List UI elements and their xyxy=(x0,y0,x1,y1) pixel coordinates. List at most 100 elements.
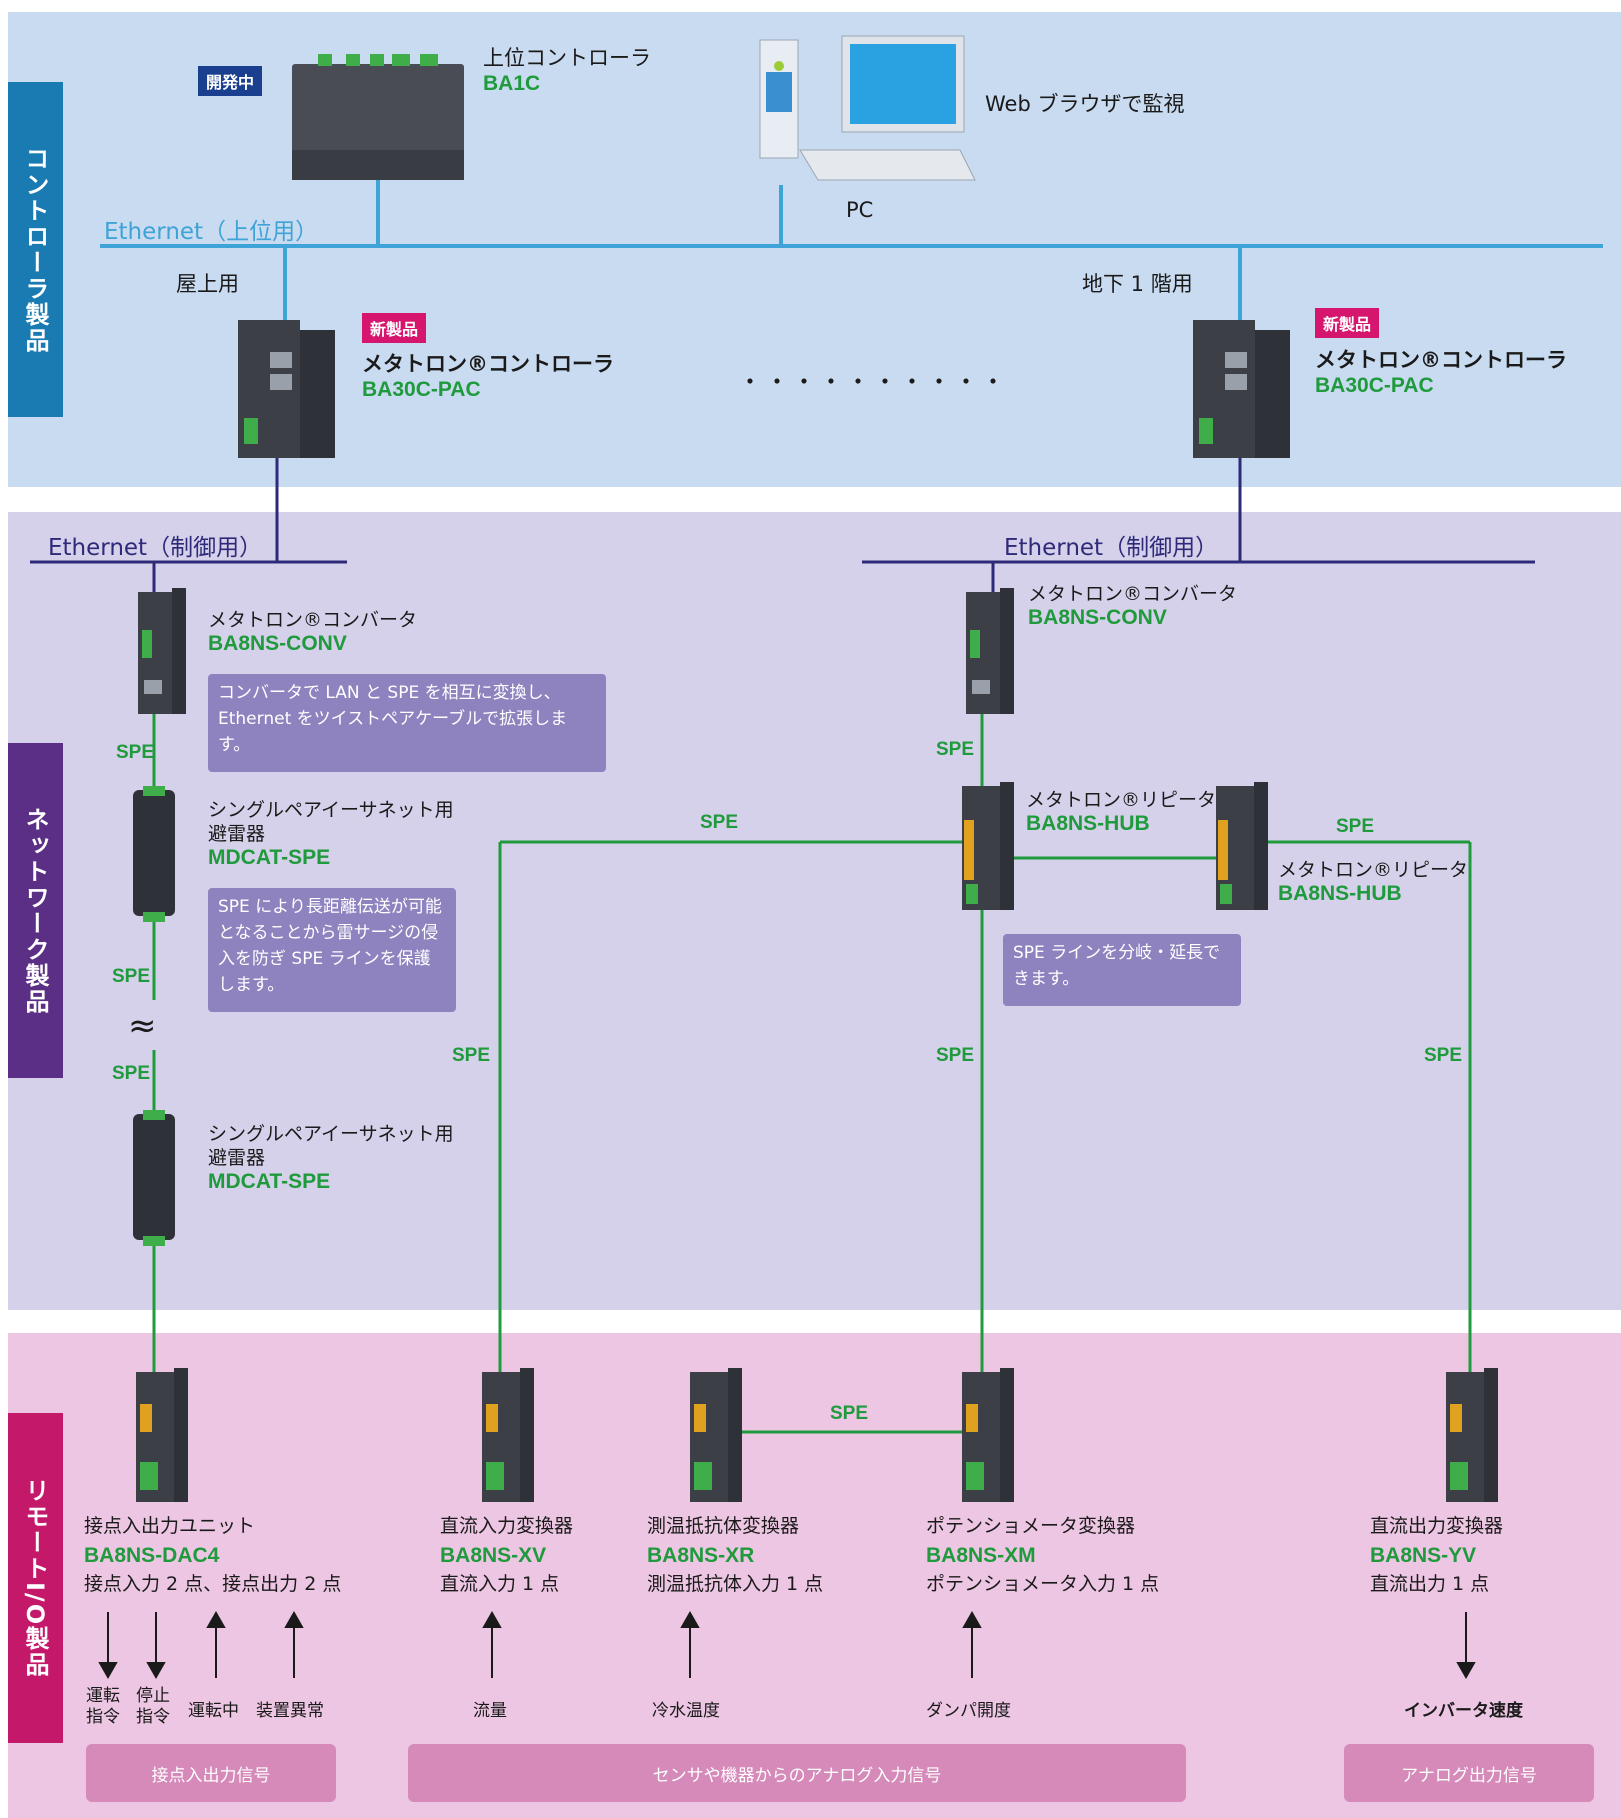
conv-right-device xyxy=(966,588,1014,714)
signal-stop-command-1: 停止 xyxy=(136,1686,170,1707)
yv-label: 直流出力変換器 BA8NS-YV 直流出力 1 点 xyxy=(1370,1512,1503,1599)
signal-chilled-water: 冷水温度 xyxy=(652,1696,720,1721)
xm-device xyxy=(962,1368,1014,1502)
hub2-model: BA8NS-HUB xyxy=(1278,882,1468,906)
spe-label-7: SPE xyxy=(452,1045,490,1067)
hub-note: SPE ラインを分岐・延長できます。 xyxy=(1003,934,1241,1006)
xv-label: 直流入力変換器 BA8NS-XV 直流入力 1 点 xyxy=(440,1512,573,1599)
ethernet-control-right-label: Ethernet（制御用） xyxy=(1004,528,1218,562)
signal-stop-command: 停止 指令 xyxy=(136,1686,170,1728)
spd2-device xyxy=(133,1110,175,1246)
hub1-label: メタトロン®リピータ BA8NS-HUB xyxy=(1026,788,1216,836)
badge-in-development: 開発中 xyxy=(198,66,262,96)
xv-model: BA8NS-XV xyxy=(440,1541,573,1570)
signal-run-command-1: 運転 xyxy=(86,1686,120,1707)
ethernet-upper-label: Ethernet（上位用） xyxy=(104,212,318,246)
signal-running: 運転中 xyxy=(188,1696,239,1721)
ba1c-device xyxy=(292,54,464,180)
signal-run-command: 運転 指令 xyxy=(86,1686,120,1728)
spe-label-9: SPE xyxy=(1424,1045,1462,1067)
group-analog-output: アナログ出力信号 xyxy=(1344,1744,1594,1802)
signal-arrows xyxy=(100,1612,1474,1678)
hub1-name: メタトロン®リピータ xyxy=(1026,788,1216,812)
ba1c-model: BA1C xyxy=(483,72,651,96)
conv-right-label: メタトロン®コンバータ BA8NS-CONV xyxy=(1028,582,1237,630)
group-analog-input: センサや機器からのアナログ入力信号 xyxy=(408,1744,1186,1802)
signal-run-command-2: 指令 xyxy=(86,1707,120,1728)
signal-stop-command-2: 指令 xyxy=(136,1707,170,1728)
wave-symbol: ≈ xyxy=(128,1006,157,1046)
xr-name: 測温抵抗体変換器 xyxy=(647,1512,823,1541)
spd2-name2: 避雷器 xyxy=(208,1146,454,1170)
spd1-device xyxy=(133,786,175,922)
spe-label-10: SPE xyxy=(830,1403,868,1425)
xm-label: ポテンショメータ変換器 BA8NS-XM ポテンショメータ入力 1 点 xyxy=(926,1512,1159,1599)
ba1c-label: 上位コントローラ BA1C xyxy=(483,44,651,96)
spd2-name1: シングルペアイーサネット用 xyxy=(208,1122,454,1146)
spd-note: SPE により長距離伝送が可能となることから雷サージの侵入を防ぎ SPE ライン… xyxy=(208,888,456,1012)
rooftop-label: 屋上用 xyxy=(176,268,239,298)
conv-right-name: メタトロン®コンバータ xyxy=(1028,582,1237,606)
dac4-name: 接点入出力ユニット xyxy=(84,1512,341,1541)
conv-left-name: メタトロン®コンバータ xyxy=(208,608,417,632)
conv-right-model: BA8NS-CONV xyxy=(1028,606,1237,630)
hub1-device xyxy=(962,782,1014,910)
spe-label-6: SPE xyxy=(1336,816,1374,838)
ba1c-name: 上位コントローラ xyxy=(483,44,651,72)
spd1-label: シングルペアイーサネット用 避雷器 MDCAT-SPE xyxy=(208,798,454,870)
signal-inverter: インバータ速度 xyxy=(1404,1696,1523,1721)
hub2-label: メタトロン®リピータ BA8NS-HUB xyxy=(1278,858,1468,906)
spe-label-2: SPE xyxy=(112,966,150,988)
signal-fault: 装置異常 xyxy=(256,1696,324,1721)
badge-new-right: 新製品 xyxy=(1315,308,1379,338)
pac-left-device xyxy=(238,320,335,458)
dac4-device xyxy=(136,1368,188,1502)
yv-device xyxy=(1446,1368,1498,1502)
spe-label-4: SPE xyxy=(936,739,974,761)
conv-left-device xyxy=(138,588,186,714)
conv-note: コンバータで LAN と SPE を相互に変換し、Ethernet をツイストペ… xyxy=(208,674,606,772)
pac-right-name: メタトロン®コントローラ xyxy=(1315,346,1567,374)
ethernet-control-lines xyxy=(30,455,1535,592)
xv-name: 直流入力変換器 xyxy=(440,1512,573,1541)
xr-spec: 測温抵抗体入力 1 点 xyxy=(647,1570,823,1599)
dac4-spec: 接点入力 2 点、接点出力 2 点 xyxy=(84,1570,341,1599)
spd1-model: MDCAT-SPE xyxy=(208,846,454,870)
pac-left-name: メタトロン®コントローラ xyxy=(362,350,614,378)
xv-device xyxy=(482,1368,534,1502)
hub2-device xyxy=(1216,782,1268,910)
dac4-model: BA8NS-DAC4 xyxy=(84,1541,341,1570)
xm-spec: ポテンショメータ入力 1 点 xyxy=(926,1570,1159,1599)
spd1-name2: 避雷器 xyxy=(208,822,454,846)
pac-left-label: メタトロン®コントローラ BA30C-PAC xyxy=(362,350,614,402)
pac-right-label: メタトロン®コントローラ BA30C-PAC xyxy=(1315,346,1567,398)
pac-right-device xyxy=(1193,320,1290,458)
ethernet-control-left-label: Ethernet（制御用） xyxy=(48,528,262,562)
yv-spec: 直流出力 1 点 xyxy=(1370,1570,1503,1599)
pc-device xyxy=(760,36,975,180)
xr-device xyxy=(690,1368,742,1502)
spe-label-8: SPE xyxy=(936,1045,974,1067)
ellipsis-dots: ・・・・・・・・・・ xyxy=(738,362,1008,397)
xm-model: BA8NS-XM xyxy=(926,1541,1159,1570)
yv-name: 直流出力変換器 xyxy=(1370,1512,1503,1541)
spe-label-5: SPE xyxy=(700,812,738,834)
spd1-name1: シングルペアイーサネット用 xyxy=(208,798,454,822)
xm-name: ポテンショメータ変換器 xyxy=(926,1512,1159,1541)
signal-damper: ダンパ開度 xyxy=(926,1696,1011,1721)
basement-label: 地下 1 階用 xyxy=(1082,268,1193,298)
hub1-model: BA8NS-HUB xyxy=(1026,812,1216,836)
pac-right-model: BA30C-PAC xyxy=(1315,374,1567,398)
yv-model: BA8NS-YV xyxy=(1370,1541,1503,1570)
signal-flow: 流量 xyxy=(473,1696,507,1721)
group-contact-signals: 接点入出力信号 xyxy=(86,1744,336,1802)
spd2-model: MDCAT-SPE xyxy=(208,1170,454,1194)
xr-label: 測温抵抗体変換器 BA8NS-XR 測温抵抗体入力 1 点 xyxy=(647,1512,823,1599)
xv-spec: 直流入力 1 点 xyxy=(440,1570,573,1599)
badge-new-left: 新製品 xyxy=(362,313,426,343)
spd2-label: シングルペアイーサネット用 避雷器 MDCAT-SPE xyxy=(208,1122,454,1194)
pac-left-model: BA30C-PAC xyxy=(362,378,614,402)
spe-label-1: SPE xyxy=(116,742,154,764)
pc-label: PC xyxy=(846,198,873,222)
spe-label-3: SPE xyxy=(112,1063,150,1085)
